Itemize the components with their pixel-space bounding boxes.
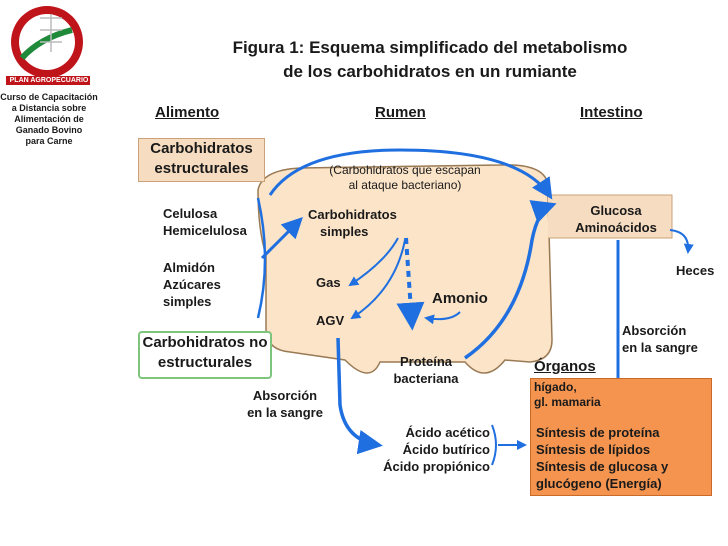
item-hemicelulosa: Hemicelulosa	[163, 223, 247, 238]
aminoacidos-label: Aminoácidos	[575, 220, 657, 235]
acido-acetico: Ácido acético	[405, 425, 490, 440]
agv-label: AGV	[316, 313, 345, 328]
intestine-shape	[548, 194, 673, 239]
title-line1: Figura 1: Esquema simplificado del metab…	[232, 38, 628, 57]
logo-brand: PLAN AGROPECUARIO	[9, 77, 89, 84]
absorcion-intestino-line1: Absorción	[622, 323, 687, 338]
proteina-line1: Proteína	[399, 354, 452, 369]
absorcion-rumen-line1: Absorción	[252, 388, 318, 403]
course-line: para Carne	[25, 136, 73, 146]
sintesis-item: Síntesis de lípidos	[536, 442, 651, 457]
estructurales-line2: estructurales	[154, 160, 249, 177]
no-estructurales-line1: Carbohidratos no	[142, 334, 268, 351]
absorcion-rumen-line2: en la sangre	[247, 405, 323, 420]
estructurales-items: Celulosa Hemicelulosa	[163, 205, 247, 239]
acido-butirico: Ácido butírico	[402, 442, 490, 457]
sintesis-item: glucógeno (Energía)	[536, 476, 662, 491]
course-line: a Distancia sobre	[11, 103, 87, 113]
header-alimento: Alimento	[155, 104, 220, 121]
simples-line2: simples	[320, 224, 369, 239]
figure-title: Figura 1: Esquema simplificado del metab…	[180, 36, 680, 84]
absorcion-intestino-line2: en la sangre	[622, 340, 698, 355]
amonio-label: Amonio	[432, 290, 488, 307]
glucosa-label: Glucosa	[590, 203, 642, 218]
proteina-line2: bacteriana	[393, 371, 459, 386]
simples-line1: Carbohidratos	[308, 207, 397, 222]
item-simples: simples	[163, 294, 212, 309]
organo-higado: hígado,	[534, 380, 577, 394]
carbohidratos-simples-label: Carbohidratos simples	[308, 206, 397, 240]
absorcion-rumen-label: Absorción en la sangre	[240, 387, 330, 421]
no-estructurales-items: Almidón Azúcares simples	[163, 259, 221, 310]
organos-list: hígado, gl. mamaria	[534, 380, 601, 410]
carbohidratos-no-estructurales-box: Carbohidratos no estructurales	[138, 331, 272, 379]
course-line: Ganado Bovino	[15, 125, 83, 135]
proteina-bacteriana-label: Proteína bacteriana	[386, 353, 466, 387]
rumen-shape	[257, 164, 553, 374]
estructurales-line1: Carbohidratos	[150, 140, 253, 157]
escapan-line1: (Carbohidratos que escapan	[329, 163, 481, 177]
item-azucares: Azúcares	[163, 277, 221, 292]
header-intestino: Intestino	[580, 104, 643, 121]
item-almidon: Almidón	[163, 260, 215, 275]
course-line: Alimentación de	[14, 114, 84, 124]
sintesis-item: Síntesis de proteína	[536, 425, 660, 440]
heces-label: Heces	[676, 263, 715, 278]
acidos-list: Ácido acético Ácido butírico Ácido propi…	[360, 424, 490, 475]
course-description: Curso de Capacitación a Distancia sobre …	[0, 92, 98, 147]
intestino-nutrients: Glucosa Aminoácidos	[566, 202, 666, 236]
item-celulosa: Celulosa	[163, 206, 218, 221]
header-organos: Órganos	[534, 358, 596, 375]
organos-box	[530, 378, 712, 496]
carbohidratos-estructurales-box: Carbohidratos estructurales	[138, 138, 265, 182]
header-rumen: Rumen	[375, 104, 426, 121]
no-estructurales-line2: estructurales	[157, 354, 253, 371]
plan-agropecuario-logo	[6, 6, 90, 85]
absorcion-intestino-label: Absorción en la sangre	[622, 322, 698, 356]
sintesis-list: Síntesis de proteína Síntesis de lípidos…	[536, 424, 668, 492]
title-line2: de los carbohidratos en un rumiante	[283, 62, 577, 81]
gas-label: Gas	[316, 275, 341, 290]
organo-mamaria: gl. mamaria	[534, 395, 601, 409]
sintesis-item: Síntesis de glucosa y	[536, 459, 669, 474]
course-line: Curso de Capacitación	[0, 92, 98, 102]
escapan-line2: al ataque bacteriano)	[348, 178, 462, 192]
acido-propionico: Ácido propiónico	[383, 459, 490, 474]
carbohidratos-escapan-note: (Carbohidratos que escapan al ataque bac…	[310, 163, 500, 193]
